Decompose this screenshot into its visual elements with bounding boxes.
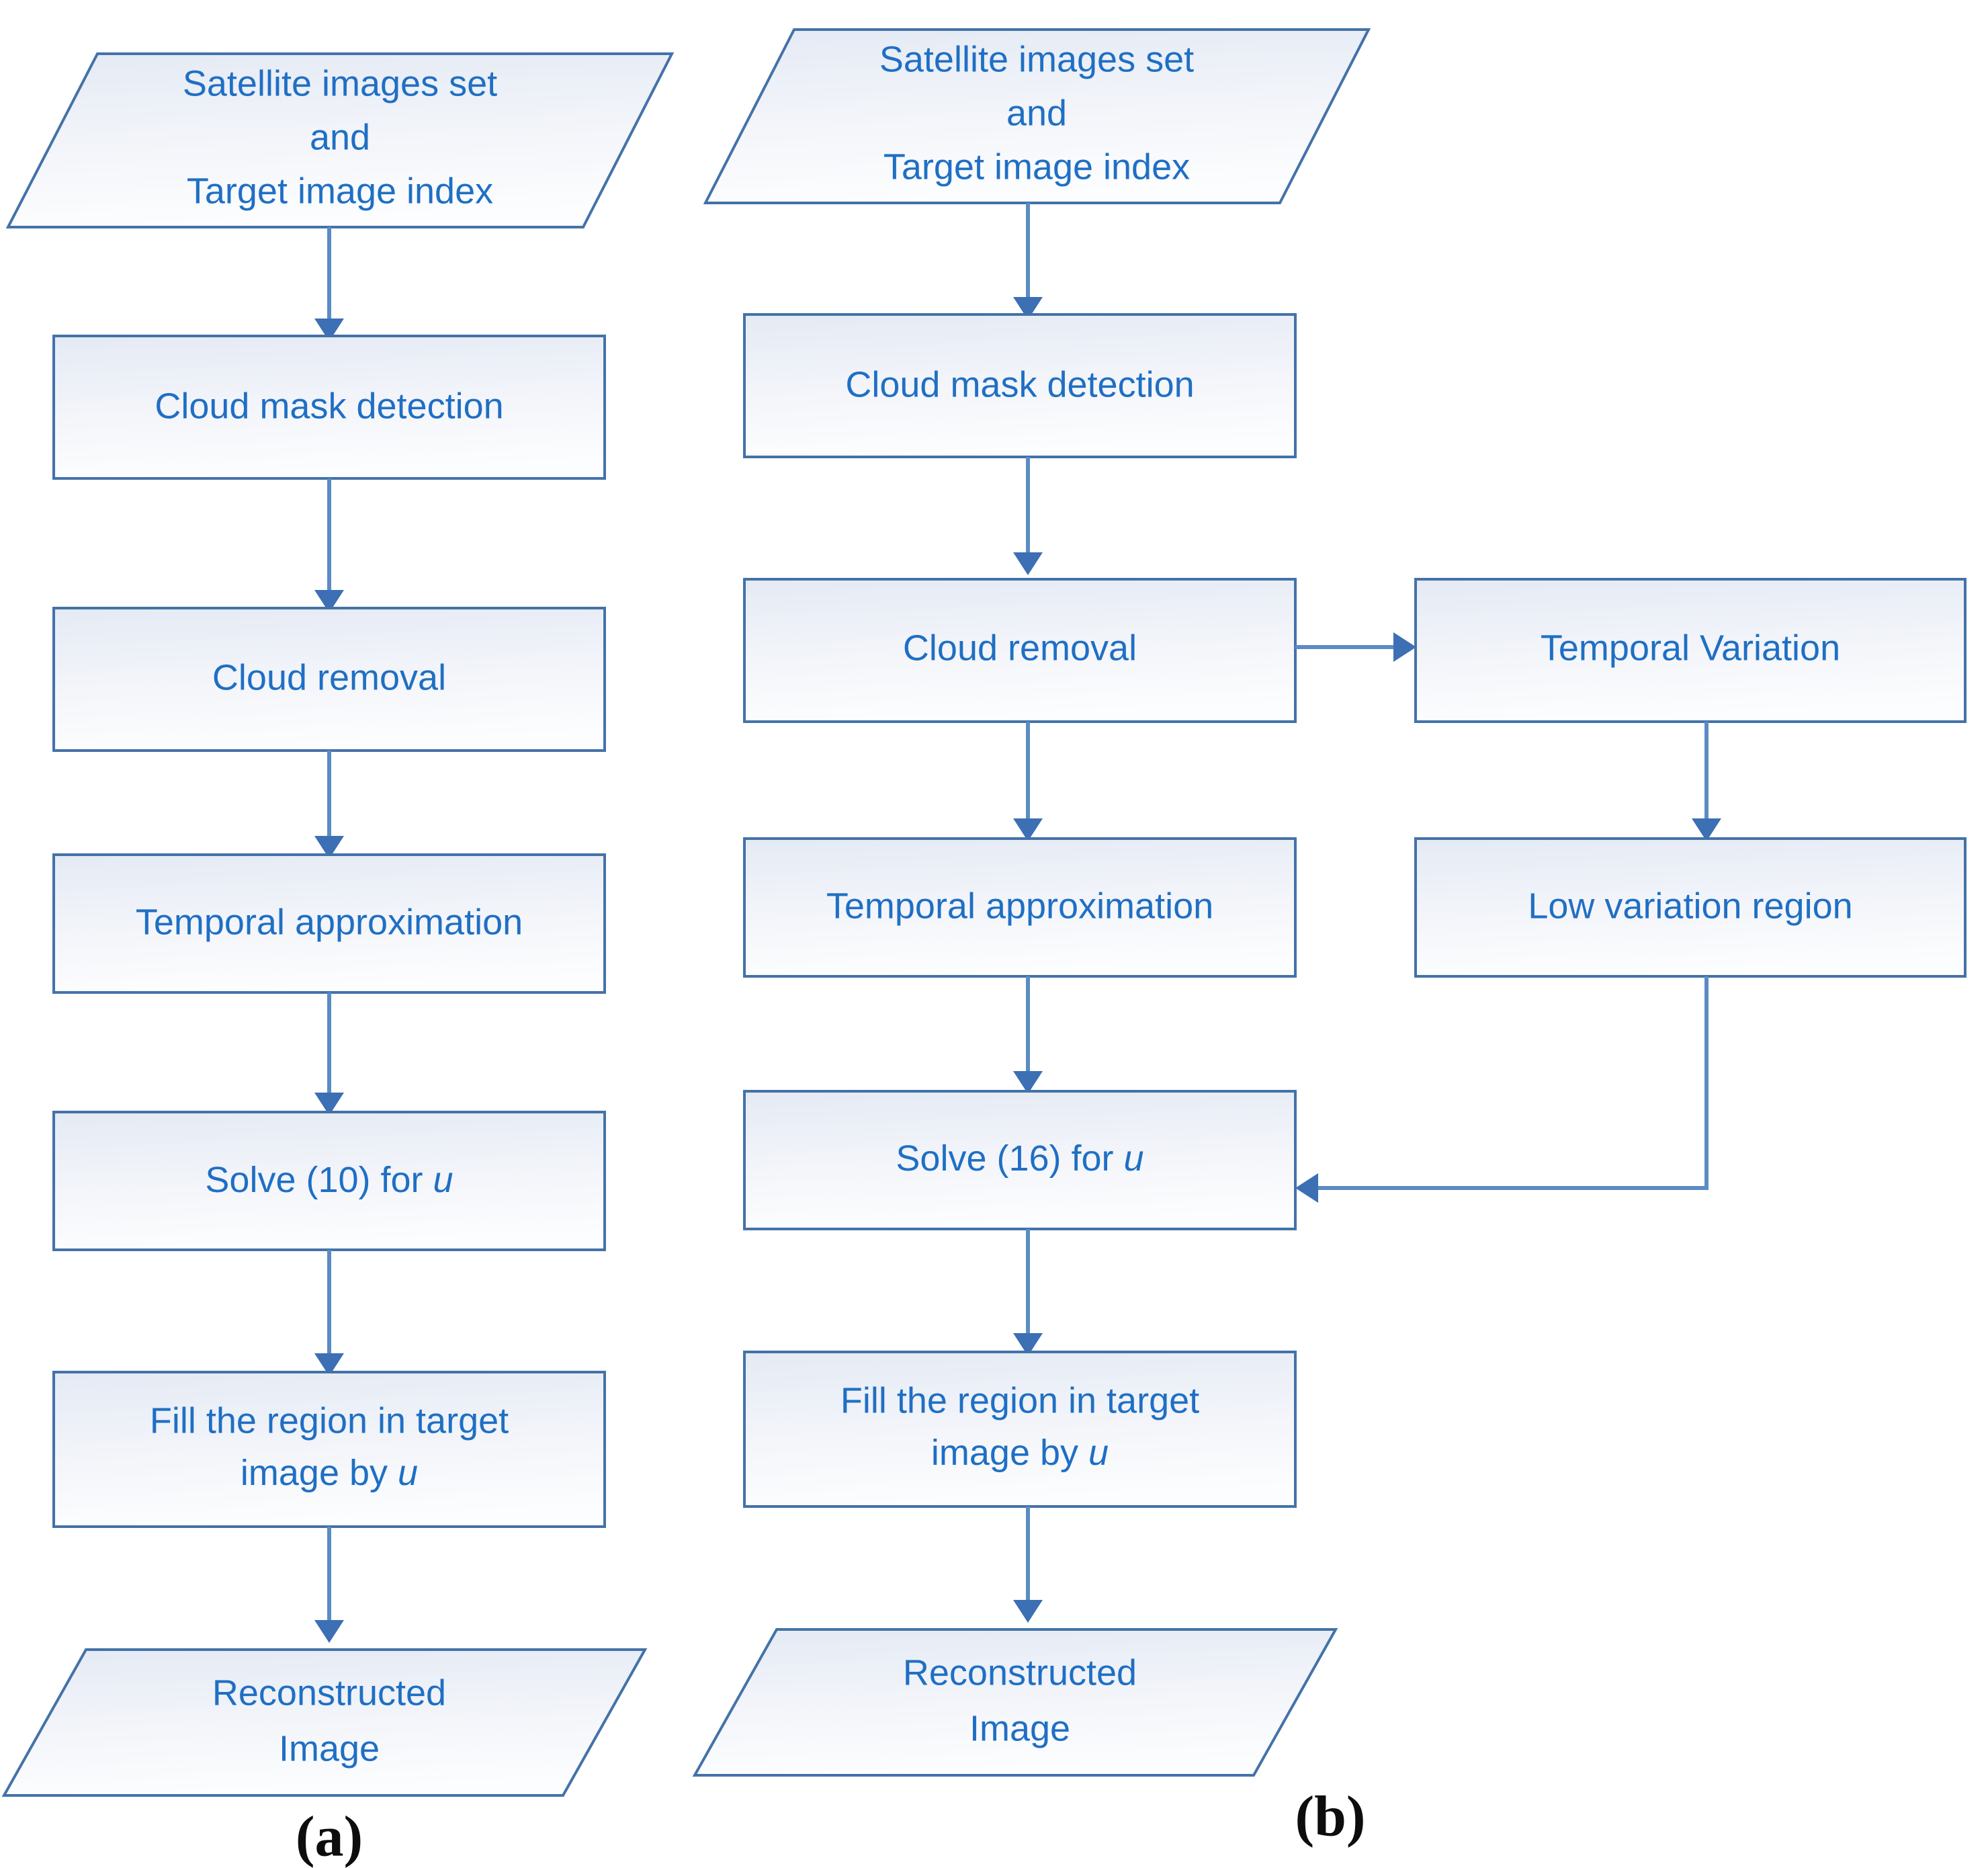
node-a-input: Satellite images set and Target image in… — [5, 52, 675, 228]
b-input-line2: and — [1006, 93, 1067, 133]
b-fill-prefix: image by — [931, 1433, 1088, 1473]
edge-a-fill-to-output — [314, 1527, 344, 1643]
b-solve-label: Solve (16) for u — [896, 1138, 1143, 1179]
edge-b-input-to-cmd — [1013, 203, 1043, 320]
a-cr-label: Cloud removal — [212, 657, 446, 697]
b-tv-label: Temporal Variation — [1541, 628, 1840, 668]
a-fill-u: u — [398, 1453, 418, 1493]
b-fill-line1: Fill the region in target — [840, 1380, 1199, 1420]
edge-a-input-to-cmd — [314, 227, 344, 341]
b-fill-u: u — [1088, 1433, 1109, 1473]
node-b-low-variation-region: Low variation region — [1414, 837, 1967, 978]
node-b-cloud-removal: Cloud removal — [743, 578, 1297, 723]
edge-b-ta-to-solve — [1013, 976, 1043, 1094]
node-a-cloud-removal: Cloud removal — [52, 607, 606, 752]
b-output-line2: Image — [969, 1708, 1070, 1748]
edge-b-cmd-to-cr — [1013, 457, 1043, 575]
edge-a-cr-to-ta — [314, 751, 344, 859]
b-ta-label: Temporal approximation — [826, 886, 1213, 926]
edge-a-cmd-to-cr — [314, 478, 344, 613]
node-b-fill-region: Fill the region in target image by u — [743, 1351, 1297, 1508]
a-input-line3: Target image index — [187, 171, 493, 211]
b-fill-line2: image by u — [931, 1433, 1109, 1473]
node-b-temporal-approximation: Temporal approximation — [743, 837, 1297, 978]
b-input-line1: Satellite images set — [879, 39, 1194, 79]
a-output-line1: Reconstructed — [212, 1672, 446, 1713]
node-b-output: Reconstructed Image — [692, 1628, 1338, 1777]
panel-label-a: (a) — [296, 1804, 363, 1868]
node-a-fill-region: Fill the region in target image by u — [52, 1371, 606, 1528]
b-solve-prefix: Solve (16) for — [896, 1138, 1123, 1179]
edge-b-cr-to-ta — [1013, 722, 1043, 841]
a-cmd-label: Cloud mask detection — [155, 386, 503, 426]
panel-label-b: (b) — [1295, 1784, 1365, 1849]
edge-b-cr-to-tv — [1295, 632, 1416, 662]
node-b-temporal-variation: Temporal Variation — [1414, 578, 1967, 723]
node-a-temporal-approximation: Temporal approximation — [52, 853, 606, 994]
b-cmd-label: Cloud mask detection — [845, 364, 1194, 405]
node-a-output: Reconstructed Image — [1, 1648, 648, 1797]
b-output-line1: Reconstructed — [903, 1652, 1137, 1693]
b-input-line3: Target image index — [883, 146, 1190, 187]
node-b-input: Satellite images set and Target image in… — [703, 28, 1371, 204]
a-solve-u: u — [433, 1160, 453, 1200]
a-fill-line2: image by u — [241, 1453, 418, 1493]
node-b-solve: Solve (16) for u — [743, 1090, 1297, 1230]
a-fill-prefix: image by — [241, 1453, 398, 1493]
a-solve-label: Solve (10) for u — [205, 1160, 453, 1200]
a-output-line2: Image — [279, 1728, 380, 1769]
b-cr-label: Cloud removal — [903, 628, 1137, 668]
a-fill-line1: Fill the region in target — [150, 1400, 509, 1441]
a-solve-prefix: Solve (10) for — [205, 1160, 433, 1200]
edge-a-ta-to-solve — [314, 992, 344, 1115]
node-b-cloud-mask-detection: Cloud mask detection — [743, 313, 1297, 458]
node-a-solve: Solve (10) for u — [52, 1111, 606, 1251]
edge-b-fill-to-output — [1013, 1506, 1043, 1623]
node-a-cloud-mask-detection: Cloud mask detection — [52, 335, 606, 480]
a-input-line1: Satellite images set — [183, 63, 497, 103]
a-ta-label: Temporal approximation — [136, 902, 523, 942]
edge-b-tv-to-lvr — [1692, 722, 1721, 841]
b-lvr-label: Low variation region — [1528, 886, 1852, 926]
edge-b-solve-to-fill — [1013, 1229, 1043, 1356]
b-solve-u: u — [1124, 1138, 1144, 1179]
edge-a-solve-to-fill — [314, 1250, 344, 1376]
edge-b-lvr-to-solve — [1295, 976, 1709, 1203]
a-input-line2: and — [310, 117, 370, 157]
